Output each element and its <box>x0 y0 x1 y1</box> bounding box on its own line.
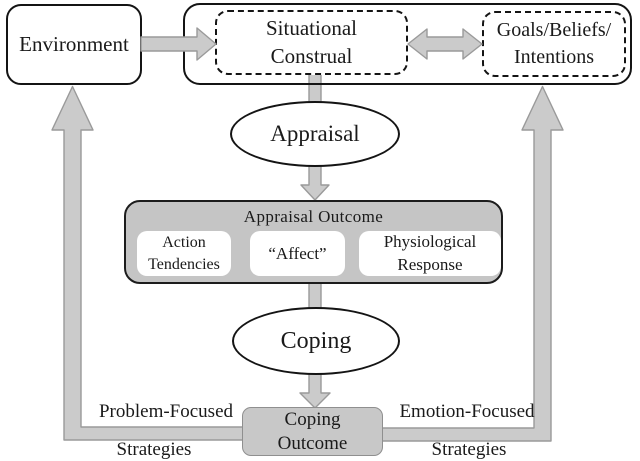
coping-label: Coping <box>280 327 352 354</box>
environment-box: Environment <box>6 4 142 85</box>
goals-line2: Intentions <box>514 46 594 68</box>
physiological-line2: Response <box>397 254 463 274</box>
appraisal-outcome-panel: Appraisal Outcome Action Tendencies “Aff… <box>124 200 503 284</box>
goals-line1: Goals/Beliefs/ <box>496 19 612 41</box>
action-tendencies-line2: Tendencies <box>148 255 220 273</box>
strategies-right-label: Strategies <box>431 439 507 460</box>
situational-construal-line1: Situational <box>266 16 357 41</box>
strategies-left-label: Strategies <box>116 439 192 460</box>
environment-label: Environment <box>19 32 129 56</box>
coping-ellipse: Coping <box>232 307 400 375</box>
problem-focused-label: Problem-Focused <box>98 401 234 422</box>
appraisal-outcome-title: Appraisal Outcome <box>243 207 384 226</box>
affect-box: “Affect” <box>250 231 345 276</box>
emotion-focused-label: Emotion-Focused <box>399 401 535 422</box>
physiological-line1: Physiological <box>383 232 477 252</box>
coping-outcome-line2: Outcome <box>277 432 348 454</box>
coping-outcome-line1: Coping <box>284 408 341 430</box>
coping-outcome-box: Coping Outcome <box>242 407 383 456</box>
affect-label: “Affect” <box>268 243 327 263</box>
appraisal-label: Appraisal <box>270 121 360 146</box>
action-tendencies-box: Action Tendencies <box>137 231 231 276</box>
situational-construal-line2: Construal <box>270 43 353 68</box>
situational-construal-box: Situational Construal <box>215 10 408 75</box>
action-tendencies-line1: Action <box>162 233 206 251</box>
physiological-response-box: Physiological Response <box>359 231 501 276</box>
goals-beliefs-intentions-box: Goals/Beliefs/ Intentions <box>482 11 626 77</box>
appraisal-ellipse: Appraisal <box>230 101 400 167</box>
